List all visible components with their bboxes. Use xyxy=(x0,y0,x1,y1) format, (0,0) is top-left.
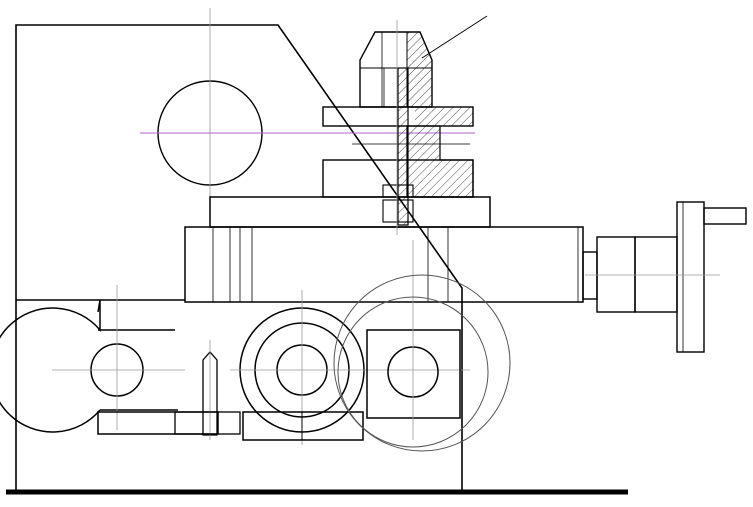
slide-block xyxy=(184,196,584,303)
middle-roller xyxy=(230,290,470,445)
main-frame xyxy=(15,24,463,490)
leader-line xyxy=(421,15,488,59)
right-handwheel xyxy=(582,201,747,353)
right-roller xyxy=(333,240,511,452)
center-pin xyxy=(174,340,241,440)
bolt-assembly xyxy=(322,15,488,235)
left-roller xyxy=(0,285,219,435)
